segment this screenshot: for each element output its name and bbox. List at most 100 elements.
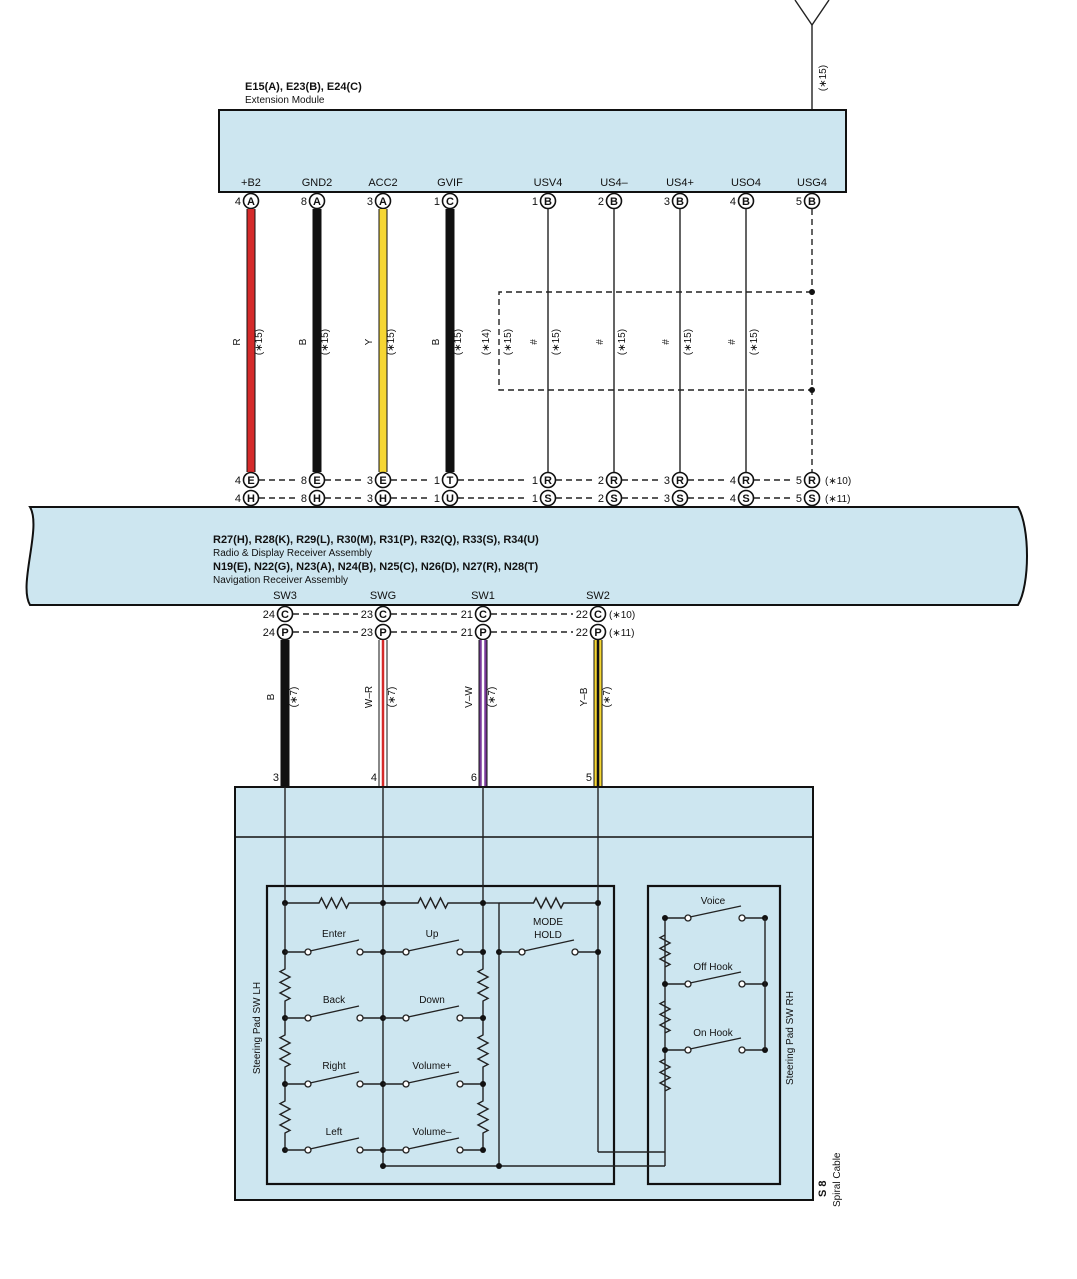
top-wire-5-pin-lower-1-letter: R: [544, 475, 552, 487]
top-wire-8-pin-top-letter: B: [742, 196, 750, 208]
top-wire-8-pin-lower-2-circle: [737, 489, 755, 507]
lh-switch-3-contact-a: [304, 1080, 312, 1088]
switch-label-mode: MODE: [533, 917, 563, 928]
top-wire-5-label: USV4: [534, 177, 563, 189]
top-wire-2-pin-lower-1-number: 8: [301, 475, 307, 487]
lh-switch-3-blade: [309, 1071, 360, 1084]
top-wire-1-pin-top-letter: A: [247, 196, 255, 208]
top-wire-3-pin-lower-2-circle: [374, 489, 392, 507]
top-wire-2-label: GND2: [302, 177, 333, 189]
top-wire-9-pin-lower-2-letter: S: [808, 493, 815, 505]
mid-switch-3-contact-b: [456, 1080, 464, 1088]
top-wire-8-pin-lower-1-circle: [737, 471, 755, 489]
mid-switch-3-blade: [407, 1071, 460, 1084]
steering-pad-lh-box: [265, 884, 616, 1186]
rh-switch-2-blade: [689, 971, 742, 984]
top-wire-4-pin-lower-1-circle: [441, 471, 459, 489]
bottom-wire-2-pin-1-letter: C: [379, 609, 387, 621]
rh-switch-1-blade: [689, 905, 742, 918]
top-wire-2-color-code: B: [298, 338, 309, 345]
top-wire-8-color-code: #: [727, 339, 738, 345]
bottom-wire-2-note: (∗7): [387, 687, 398, 708]
rh-resistor-3: [658, 1050, 672, 1100]
bottom-wire-2-pin-1-circle: [374, 605, 392, 623]
node-au1-top: [480, 900, 486, 906]
bottom-wire-4-pin-2-letter: P: [594, 627, 601, 639]
top-wire-6-pin-top-number: 2: [598, 196, 604, 208]
top-wire-7-pin-lower-2-circle: [671, 489, 689, 507]
bottom-wire-4-label: SW2: [586, 590, 610, 602]
top-wire-8-pin-lower-2-letter: S: [742, 493, 749, 505]
top-wire-7-label: US4+: [666, 177, 694, 189]
top-wire-3-pin-lower-1-circle: [374, 471, 392, 489]
antenna-note: (∗15): [818, 65, 829, 91]
rh-switch-3-contact-b: [738, 1046, 746, 1054]
top-wire-3-pin-lower-2-letter: H: [379, 493, 387, 505]
bottom-wire-2-pin-1-number: 23: [361, 609, 373, 621]
top-wire-1-pin-lower-2-letter: H: [247, 493, 255, 505]
spiral-cable-box: [234, 786, 814, 1201]
bottom-wire-3-pin-2-circle: [474, 623, 492, 641]
mid-switch-1-blade: [407, 939, 460, 952]
top-wire-7-pin-lower-2-letter: S: [676, 493, 683, 505]
top-wire-3-pin-lower-1-number: 3: [367, 475, 373, 487]
mid-switch-4-blade: [407, 1137, 460, 1150]
bottom-wire-1-pin-1-number: 24: [263, 609, 275, 621]
bottom-wire-2-pin-2-letter: P: [379, 627, 386, 639]
top-wire-4-label: GVIF: [437, 177, 463, 189]
top-wire-3-pin-top-letter: A: [379, 196, 387, 208]
top-wire-5-note: (∗15): [551, 329, 562, 355]
mid-switch-1-contact-b: [456, 948, 464, 956]
top-wire-1-note: (∗15): [254, 329, 265, 355]
mid-switch-2-contact-a: [402, 1014, 410, 1022]
mode-hold-switch-contact-b: [571, 948, 579, 956]
rh-node-2: [662, 981, 668, 987]
top-wire-8-pin-top-circle: [737, 192, 755, 210]
resistor-top-3: [499, 896, 598, 910]
resistor-top-2: [383, 896, 483, 910]
top-wire-6-pin-lower-1-number: 2: [598, 475, 604, 487]
lh-resistor-1: [278, 952, 292, 1018]
top-wire-7-pin-lower-2-number: 3: [664, 493, 670, 505]
bottom-wire-1-pin-2-circle: [276, 623, 294, 641]
lh-switch-2-blade: [309, 1005, 360, 1018]
bottom-wire-1-pin-2-letter: P: [281, 627, 288, 639]
top-wire-1-pin-lower-1-number: 4: [235, 475, 241, 487]
top-wire-2-pin-lower-2-letter: H: [313, 493, 321, 505]
top-wire-7-pin-lower-1-letter: R: [676, 475, 684, 487]
top-wire-5-color-code: #: [529, 339, 540, 345]
node-au2-top: [595, 900, 601, 906]
top-wire-9-pin-top-circle: [803, 192, 821, 210]
rh-resistor-1: [658, 918, 672, 984]
bottom-wire-4-pin-2-number: 22: [576, 627, 588, 639]
steering-pad-rh-box: [646, 884, 782, 1186]
top-wire-7-pin-top-letter: B: [676, 196, 684, 208]
top-wire-4-pin-top-letter: C: [446, 196, 454, 208]
top-wire-9-pin-lower-1-circle: [803, 471, 821, 489]
top-wire-4-pin-lower-1-number: 1: [434, 475, 440, 487]
top-wire-7-color-code: #: [661, 339, 672, 345]
top-wire-7-note: (∗15): [683, 329, 694, 355]
top-wire-8-pin-lower-1-letter: R: [742, 475, 750, 487]
top-wire-9-pin-lower-1-letter: R: [808, 475, 816, 487]
lh-switch-1-blade: [309, 939, 360, 952]
top-wire-2-pin-lower-1-letter: E: [313, 475, 320, 487]
bottom-wire-3-pin-1-letter: C: [479, 609, 487, 621]
top-wire-5-pin-top-circle: [539, 192, 557, 210]
top-wire-8-label: USO4: [731, 177, 761, 189]
top-wire-5-pin-lower-2-number: 1: [532, 493, 538, 505]
top-wire-5-pin-lower-2-circle: [539, 489, 557, 507]
top-wire-4-pin-top-number: 1: [434, 196, 440, 208]
receiver-name-1: Radio & Display Receiver Assembly: [213, 548, 372, 559]
au1-node-2: [480, 1015, 486, 1021]
bottom-wire-2-label: SWG: [370, 590, 396, 602]
switch-label-volume-down: Volume–: [413, 1127, 452, 1138]
top-wire-5-pin-lower-1-number: 1: [532, 475, 538, 487]
node-eau-top: [380, 900, 386, 906]
lh-resistor-2: [278, 1018, 292, 1084]
extension-module-name: Extension Module: [245, 95, 325, 106]
mid-resistor-3: [476, 1084, 490, 1150]
bottom-wire-3-pin-2-number: 21: [461, 627, 473, 639]
bottom-wire-4-pin-1-number: 22: [576, 609, 588, 621]
node-mode-bottom: [496, 1163, 502, 1169]
